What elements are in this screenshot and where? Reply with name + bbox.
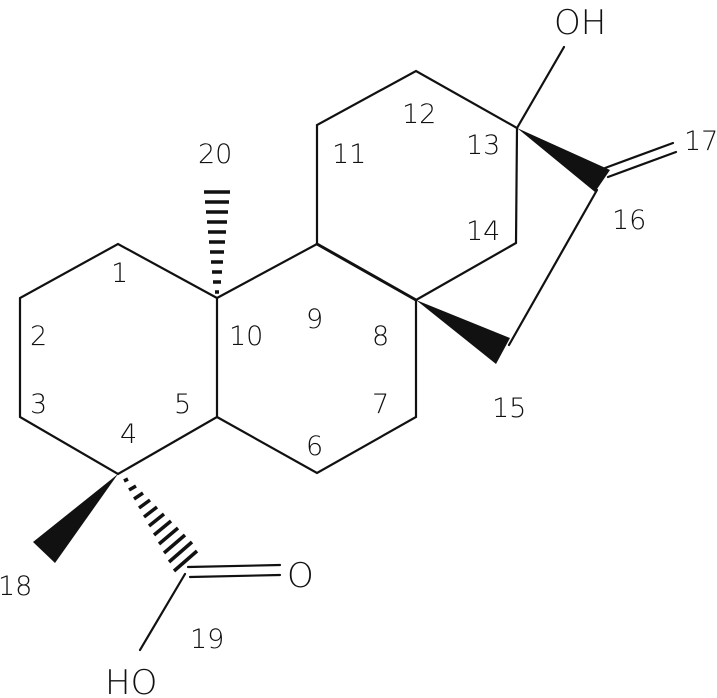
hash-wedge-10-20 <box>204 190 230 294</box>
num-9: 9 <box>306 304 323 335</box>
num-2: 2 <box>30 321 47 352</box>
num-10: 10 <box>229 321 263 352</box>
num-4: 4 <box>120 419 137 450</box>
num-15: 15 <box>492 393 526 424</box>
hash-wedge-4-19 <box>123 477 199 573</box>
num-16: 16 <box>612 205 646 236</box>
bond-19-oh <box>138 572 187 652</box>
num-6: 6 <box>306 431 323 462</box>
num-3: 3 <box>30 389 47 420</box>
label-ho-bottom: HO <box>105 663 157 698</box>
bond-16-15 <box>507 188 599 347</box>
carbon-numbers: 1 2 3 4 5 6 7 8 9 10 11 12 13 14 15 16 1… <box>0 99 717 655</box>
bonds <box>18 45 678 652</box>
ring-c <box>315 69 519 302</box>
num-12: 12 <box>402 99 436 130</box>
bond-13-oh <box>515 45 566 130</box>
label-oh-top: OH <box>554 3 606 43</box>
num-7: 7 <box>372 389 389 420</box>
num-14: 14 <box>466 216 500 247</box>
num-18: 18 <box>0 571 32 602</box>
bond-9-8 <box>315 242 418 302</box>
num-1: 1 <box>111 258 128 289</box>
double-bond-19-o-b <box>188 573 282 579</box>
num-11: 11 <box>332 139 366 170</box>
double-bond-16-17-b <box>606 150 678 179</box>
num-8: 8 <box>372 321 389 352</box>
wedge-13-16 <box>517 128 610 192</box>
label-o-carbonyl: O <box>287 556 314 596</box>
num-20: 20 <box>198 139 232 170</box>
num-13: 13 <box>466 130 500 161</box>
wedge-4-18 <box>33 474 118 563</box>
num-17: 17 <box>684 126 717 157</box>
wedge-8-15 <box>416 300 510 364</box>
atom-labels: OH O HO <box>105 3 606 698</box>
ring-b <box>215 242 418 475</box>
num-19: 19 <box>190 624 224 655</box>
double-bond-16-17-a <box>603 141 675 170</box>
double-bond-19-o-a <box>186 563 282 569</box>
num-5: 5 <box>174 389 191 420</box>
